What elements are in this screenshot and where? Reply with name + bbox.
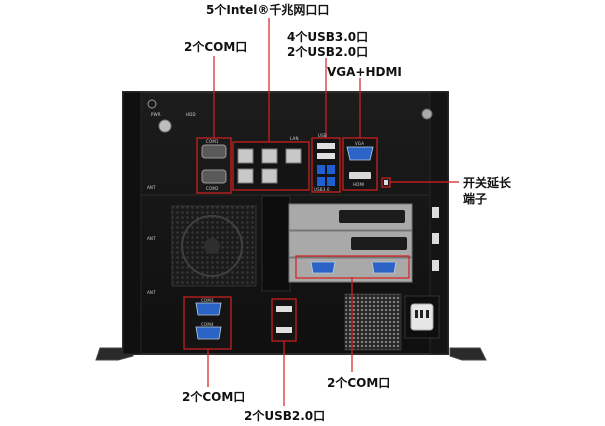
panel-text-hdd: HDD [186, 112, 196, 117]
lan-port-2[interactable] [261, 148, 278, 164]
psu-vent [344, 293, 402, 351]
panel-text-ant-1: ANT [147, 185, 156, 190]
callout-lan: 5个Intel®千兆网口口 [206, 3, 330, 17]
panel-text-com2: COM2 [206, 186, 219, 191]
callout-power-switch-1: 开关延长 [463, 176, 512, 190]
screw-icon [421, 108, 433, 120]
chassis-side-rail [122, 91, 142, 355]
panel-text-usb: USB [318, 133, 327, 138]
db37-connector-1 [339, 210, 405, 223]
right-foot [449, 347, 487, 361]
callout-usb-top-2: 2个USB2.0口 [287, 45, 369, 59]
com2-port[interactable] [201, 169, 227, 184]
lan-port-4[interactable] [237, 168, 254, 184]
callout-usb-bottom: 2个USB2.0口 [244, 409, 326, 423]
power-button-icon[interactable] [147, 99, 157, 109]
panel-text-usb3: USB3.0 [314, 187, 330, 192]
com3-port[interactable] [195, 302, 222, 316]
panel-text-vga: VGA [355, 141, 365, 146]
callout-com-top: 2个COM口 [184, 40, 248, 54]
com4-port[interactable] [195, 326, 222, 340]
chassis-right-rail [429, 91, 449, 355]
callout-usb-top-1: 4个USB3.0口 [287, 30, 369, 44]
com1-port[interactable] [201, 144, 227, 159]
usb-bottom-highlight [271, 298, 297, 342]
usb2-port-2[interactable] [317, 153, 335, 159]
usb3-port-3[interactable] [317, 177, 325, 186]
grounding-screw-icon [158, 119, 172, 133]
panel-text-ant-3: ANT [147, 290, 156, 295]
lan-port-1[interactable] [237, 148, 254, 164]
callout-com-bottom-right: 2个COM口 [327, 376, 391, 390]
db37-connector-2 [351, 237, 407, 250]
com-slot-port-2[interactable] [371, 261, 397, 274]
fan-icon [181, 215, 243, 277]
panel-text-ant-2: ANT [147, 236, 156, 241]
usb-bottom-port-1[interactable] [276, 306, 292, 312]
callout-vga-hdmi: VGA+HDMI [327, 65, 402, 79]
usb3-port-4[interactable] [327, 177, 335, 186]
usb-bottom-port-2[interactable] [276, 327, 292, 333]
panel-text-com3: COM3 [201, 298, 214, 303]
com-slot-port-1[interactable] [310, 261, 336, 274]
panel-text-pwr: PWR [151, 112, 161, 117]
panel-text-hdmi: HDMI [353, 182, 365, 187]
hdmi-port[interactable] [349, 172, 371, 179]
panel-text-com4: COM4 [201, 322, 214, 327]
vga-port[interactable] [346, 146, 374, 161]
callout-lines [207, 18, 459, 406]
callout-com-bottom-left: 2个COM口 [182, 390, 246, 404]
usb3-port-2[interactable] [327, 165, 335, 174]
usb3-port-1[interactable] [317, 165, 325, 174]
panel-text-lan: LAN [290, 136, 299, 141]
lan-port-5[interactable] [261, 168, 278, 184]
panel-text-com1: COM1 [206, 139, 219, 144]
callout-power-switch-2: 端子 [463, 192, 488, 206]
lan-port-3[interactable] [285, 148, 302, 164]
usb2-port-1[interactable] [317, 143, 335, 149]
